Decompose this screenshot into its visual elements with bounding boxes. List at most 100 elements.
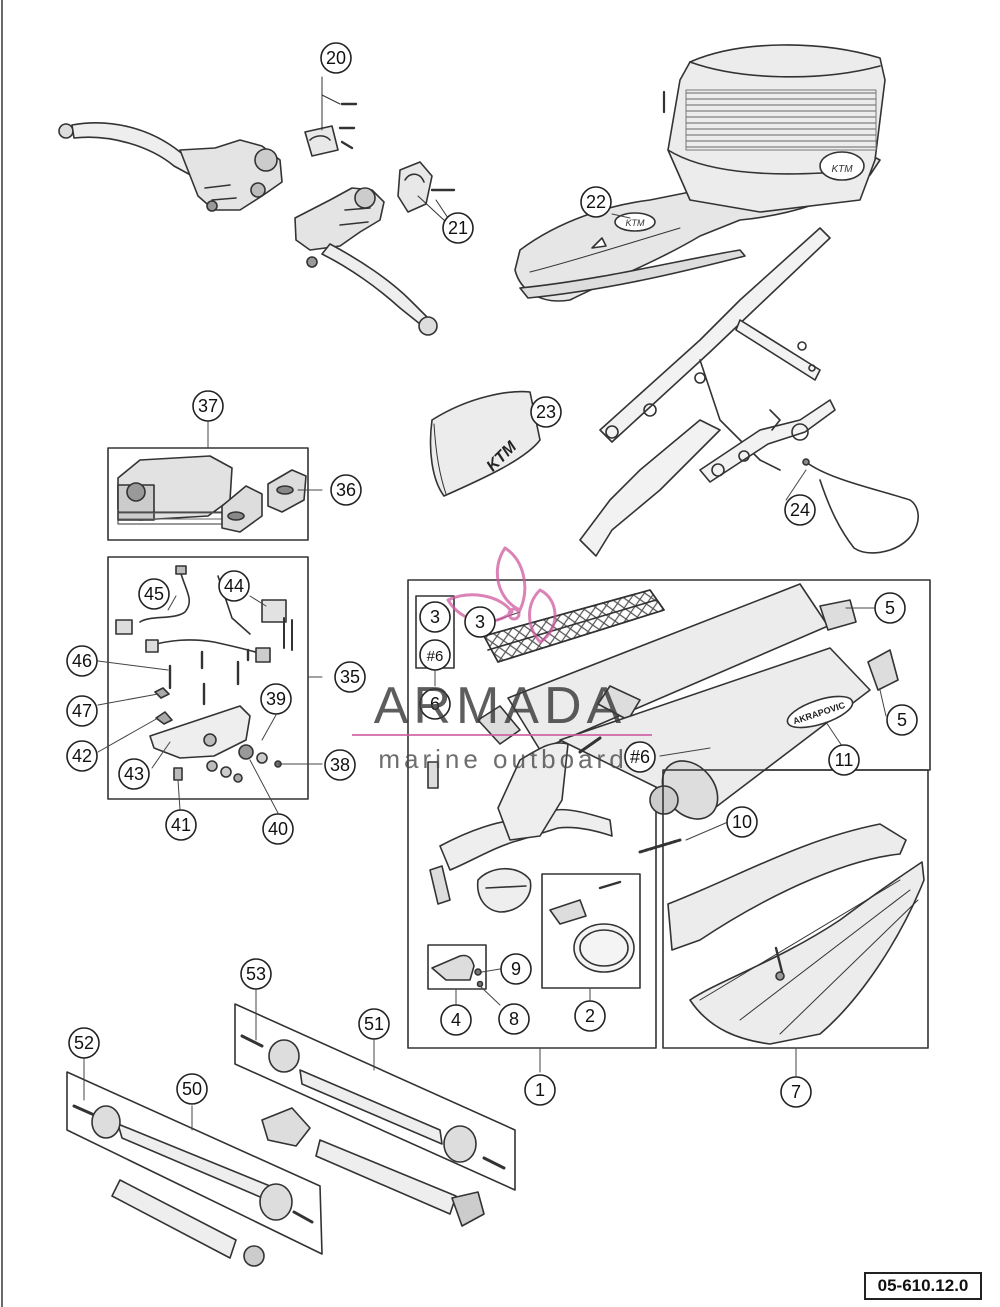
callout-label: 50 — [182, 1079, 202, 1099]
brake-lever-assembly — [294, 187, 438, 336]
callout-circle — [66, 645, 98, 677]
callout-circle — [66, 695, 98, 727]
callout-3a: 3 — [419, 601, 451, 633]
kit-box-2 — [541, 873, 641, 989]
callout-circle — [574, 1000, 606, 1032]
callout-44: 44 — [218, 570, 250, 602]
callout-circle — [624, 741, 656, 773]
callout-label: 22 — [586, 192, 606, 212]
callout-label: 7 — [791, 1082, 801, 1102]
callout-2: 2 — [574, 1000, 606, 1032]
callout-53: 53 — [240, 958, 272, 990]
callout-circle — [176, 1073, 208, 1105]
callout-label: 3 — [430, 607, 440, 627]
callout-circle — [828, 744, 860, 776]
callout-circle — [419, 639, 451, 671]
watermark-underline — [352, 734, 652, 736]
watermark-propeller — [446, 546, 557, 644]
callout-24: 24 — [784, 494, 816, 526]
callout-9: 9 — [500, 953, 532, 985]
callout-label: 3 — [475, 612, 485, 632]
callout-label: 45 — [144, 584, 164, 604]
callout-circle — [192, 390, 224, 422]
callout-37: 37 — [192, 390, 224, 422]
callout-23: 23 — [530, 396, 562, 428]
callout-35: 35 — [334, 661, 366, 693]
callout-label: 6 — [430, 694, 440, 714]
callout-circle — [320, 42, 352, 74]
tank-pad-logo: KTM — [626, 218, 646, 228]
callout-52: 52 — [68, 1027, 100, 1059]
stand-bar-50 — [72, 1104, 314, 1267]
callout-51: 51 — [358, 1008, 390, 1040]
callout-label: 4 — [451, 1010, 461, 1030]
callout-label: 10 — [732, 812, 752, 832]
callout-label: 37 — [198, 396, 218, 416]
control-unit — [117, 455, 233, 525]
callout-20: 20 — [320, 42, 352, 74]
kit-box-50 — [66, 1071, 323, 1255]
heat-sleeve — [483, 589, 665, 663]
callout-label: #6 — [427, 648, 444, 665]
callout-circle — [334, 661, 366, 693]
callout-22: 22 — [580, 186, 612, 218]
cable-24 — [802, 458, 919, 554]
callout-5b: 5 — [886, 704, 918, 736]
callout-circle — [66, 740, 98, 772]
clamp-2 — [549, 880, 635, 973]
callout-circle — [260, 683, 292, 715]
callout-label: 43 — [124, 764, 144, 784]
callout-6a: #6 — [419, 639, 451, 671]
callout-label: 51 — [364, 1014, 384, 1034]
callout-label: 38 — [330, 755, 350, 775]
callout-circle — [726, 806, 758, 838]
callout-label: 23 — [536, 402, 556, 422]
watermark-subtitle: marine outboard — [378, 744, 628, 774]
mounting-hardware-35 — [149, 648, 282, 783]
callout-circle — [886, 704, 918, 736]
frame-section — [579, 227, 836, 557]
callout-circle — [419, 601, 451, 633]
callout-label: 11 — [835, 750, 854, 770]
callout-circle — [784, 494, 816, 526]
callout-43: 43 — [118, 758, 150, 790]
stand-bar-51 — [240, 1034, 506, 1227]
callout-4: 4 — [440, 1004, 472, 1036]
callout-circle — [530, 396, 562, 428]
callout-label: 24 — [790, 500, 810, 520]
watermark-title: ARMADA — [373, 677, 627, 735]
callout-circle — [138, 578, 170, 610]
callout-38: 38 — [324, 749, 356, 781]
callout-label: 46 — [72, 651, 92, 671]
callout-circle — [118, 758, 150, 790]
callout-circle — [330, 474, 362, 506]
callout-circle — [498, 1003, 530, 1035]
callout-label: 8 — [509, 1009, 519, 1029]
leader-lines — [83, 213, 887, 1131]
callout-label: 20 — [326, 48, 346, 68]
callout-label: 53 — [246, 964, 266, 984]
callout-21: 21 — [442, 212, 474, 244]
clamp-21-parts — [397, 161, 456, 213]
callout-6b: 6 — [419, 688, 451, 720]
callout-label: 21 — [448, 218, 468, 238]
grip-pad — [429, 390, 541, 497]
callout-circle — [218, 570, 250, 602]
callout-circle — [874, 592, 906, 624]
callout-6c: #6 — [624, 741, 656, 773]
callout-1: 1 — [524, 1074, 556, 1106]
wiring-harness — [115, 565, 293, 663]
callout-circle — [68, 1027, 100, 1059]
remote-key-fobs — [221, 469, 307, 533]
callout-circle — [262, 813, 294, 845]
clutch-lever-assembly — [58, 122, 283, 212]
callout-label: #6 — [630, 747, 650, 767]
callout-40: 40 — [262, 813, 294, 845]
callout-3b: 3 — [464, 606, 496, 638]
callout-label: 52 — [74, 1033, 94, 1053]
callout-47: 47 — [66, 695, 98, 727]
callout-circle — [580, 186, 612, 218]
callout-label: 1 — [535, 1080, 545, 1100]
